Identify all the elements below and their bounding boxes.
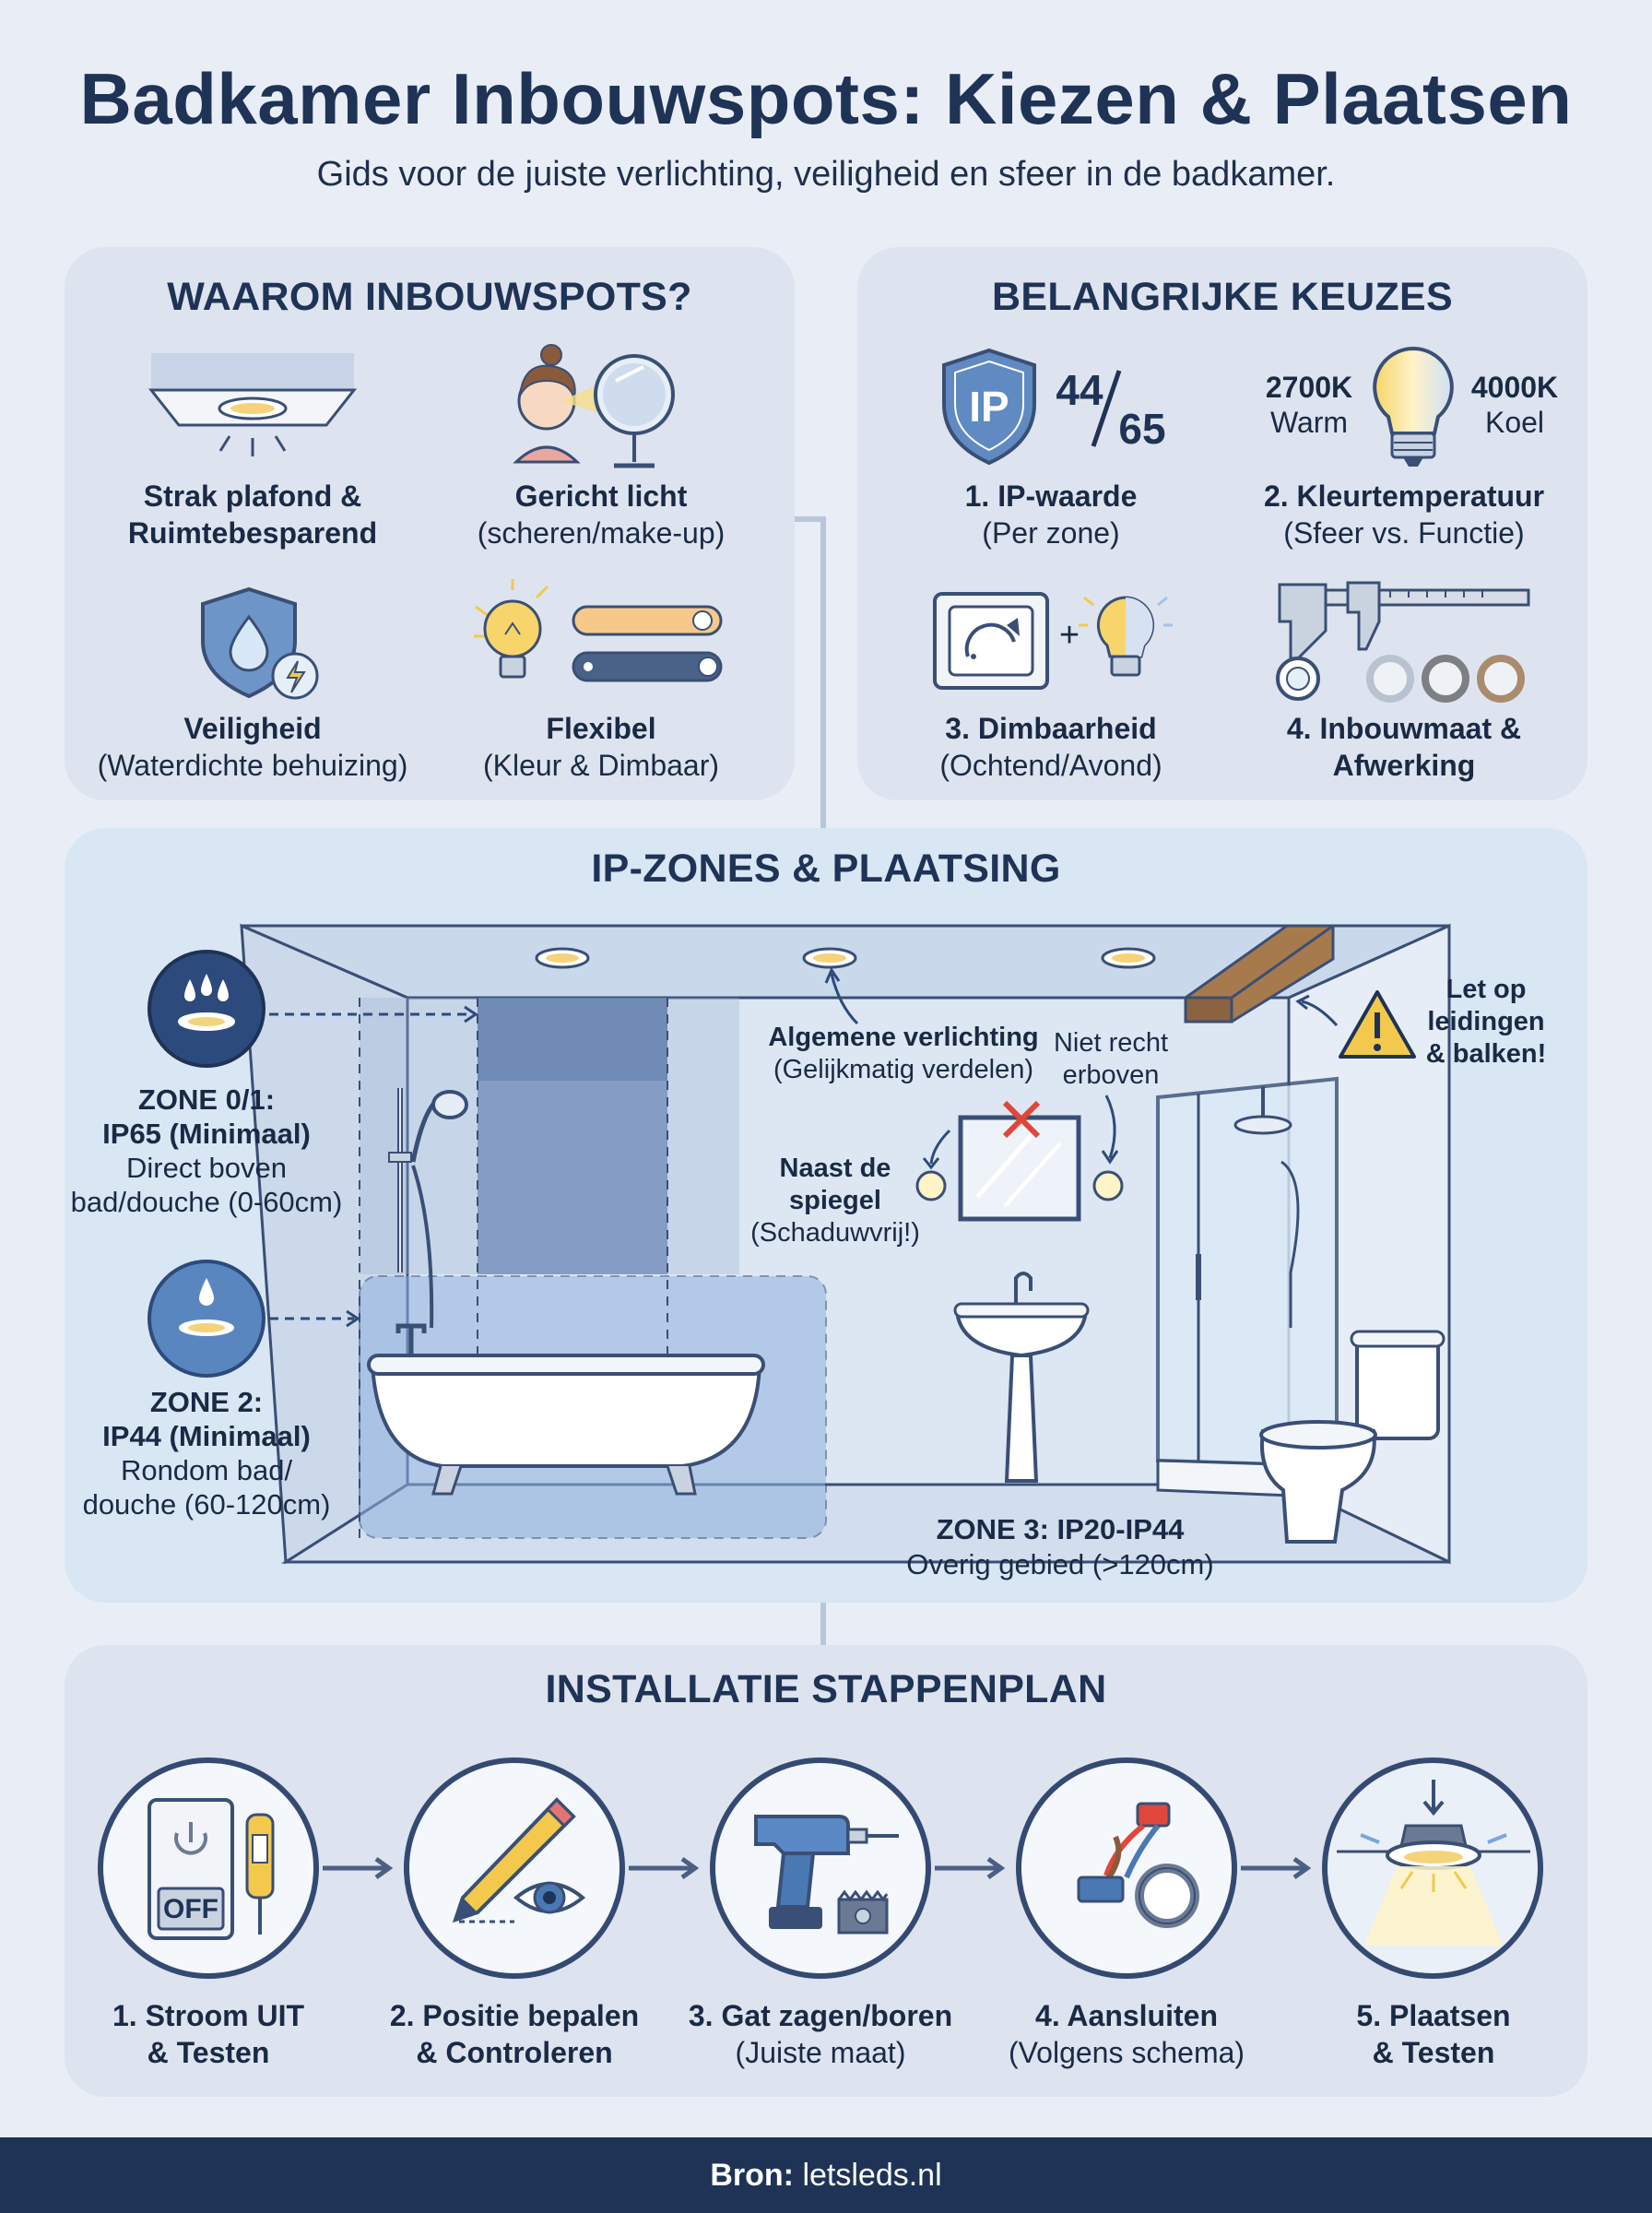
fraction-slash	[1091, 370, 1122, 447]
step-circle-4	[1016, 1757, 1237, 1979]
why-item-flexible: Flexibel (Kleur & Dimbaar)	[482, 712, 720, 782]
choice-color-temp: 2. Kleurtemperatuur (Sfeer vs. Functie)	[1263, 479, 1545, 550]
dimmer-switch-icon	[933, 592, 1049, 690]
steps-title: INSTALLATIE STAPPENPLAN	[545, 1667, 1107, 1711]
plus-sign: +	[1058, 616, 1080, 655]
choices-panel: BELANGRIJKE KEUZES IP 44 65 1. IP-waarde…	[857, 247, 1587, 800]
installed-spot-icon	[1337, 1780, 1530, 1946]
connector-icon	[1077, 1802, 1199, 1928]
step-label-2: 2. Positie bepalen & Controleren	[389, 1999, 640, 2069]
footer: Bron: letsleds.nl	[0, 2137, 1652, 2213]
ceiling-spot-icon	[148, 353, 358, 456]
step-arrows	[323, 1856, 1312, 1880]
why-title: WAAROM INBOUWSPOTS?	[167, 275, 692, 319]
step-label-3: 3. Gat zagen/boren (Juiste maat)	[688, 1999, 953, 2069]
page-title: Badkamer Inbouwspots: Kiezen & Plaatsen	[79, 58, 1573, 139]
power-off-tester-icon	[148, 1798, 275, 1940]
zone2-label: ZONE 2: IP44 (Minimaal) Rondom bad/ douc…	[82, 1386, 331, 1521]
page-subtitle: Gids voor de juiste verlichting, veiligh…	[316, 155, 1336, 194]
connector-line	[820, 516, 826, 830]
cool-label: Koel	[1484, 406, 1545, 439]
step-circle-3	[710, 1757, 931, 1979]
zones-title: IP-ZONES & PLAATSING	[591, 846, 1061, 891]
mirror-face-icon	[513, 344, 675, 468]
warning-label: Let op leidingen & balken!	[1425, 975, 1547, 1069]
ip-value-bottom: 65	[1118, 405, 1166, 453]
pencil-eye-icon	[452, 1797, 586, 1923]
off-label: OFF	[163, 1894, 218, 1924]
footer-source-label: Bron:	[710, 2158, 794, 2193]
caliper-rings-icon	[1276, 581, 1530, 703]
connector-line	[820, 1603, 826, 1645]
ip-shield-icon	[942, 348, 1036, 466]
bulb-sliders-icon	[474, 579, 723, 682]
color-temp-bulb-icon	[1373, 346, 1454, 467]
choice-ip: 1. IP-waarde (Per zone)	[964, 479, 1138, 550]
general-lighting-label: Algemene verlichting (Gelijkmatig verdel…	[768, 1023, 1039, 1084]
zone01-label: ZONE 0/1: IP65 (Minimaal) Direct boven b…	[70, 1083, 343, 1218]
step-label-1: 1. Stroom UIT & Testen	[112, 1999, 304, 2069]
warm-label: Warm	[1269, 406, 1349, 439]
why-item-ceiling: Strak plafond & Ruimtebesparend	[127, 479, 378, 550]
water-shield-icon	[201, 586, 319, 700]
ip-shield-label: IP	[969, 383, 1009, 431]
choices-title: BELANGRIJKE KEUZES	[992, 275, 1453, 319]
mirror-label: Naast de spiegel (Schaduwvrij!)	[750, 1154, 920, 1248]
choice-size-finish: 4. Inbouwmaat & Afwerking	[1286, 712, 1522, 782]
not-above-label: Niet recht erboven	[1053, 1028, 1169, 1090]
choice-dimmable: 3. Dimbaarheid (Ochtend/Avond)	[939, 712, 1162, 782]
dim-bulb-icon	[1079, 596, 1173, 677]
why-panel: WAAROM INBOUWSPOTS? Strak plafond & Ruim…	[65, 247, 795, 800]
ip-value-top: 44	[1056, 366, 1103, 414]
bathroom-scene	[148, 923, 1451, 1565]
step-label-5: 5. Plaatsen & Testen	[1356, 1999, 1511, 2069]
zone3-label: ZONE 3: IP20-IP44 Overig gebied (>120cm)	[906, 1513, 1214, 1580]
step-label-4: 4. Aansluiten (Volgens schema)	[1008, 1999, 1245, 2069]
warm-temp: 2700K	[1265, 371, 1353, 404]
footer-source-link[interactable]: letsleds.nl	[802, 2158, 942, 2193]
connector-line	[795, 516, 826, 522]
drill-holesaw-icon	[754, 1815, 899, 1935]
why-item-safety: Veiligheid (Waterdichte behuizing)	[97, 712, 408, 782]
cool-temp: 4000K	[1470, 371, 1559, 404]
why-item-directed: Gericht licht (scheren/make-up)	[477, 479, 726, 550]
